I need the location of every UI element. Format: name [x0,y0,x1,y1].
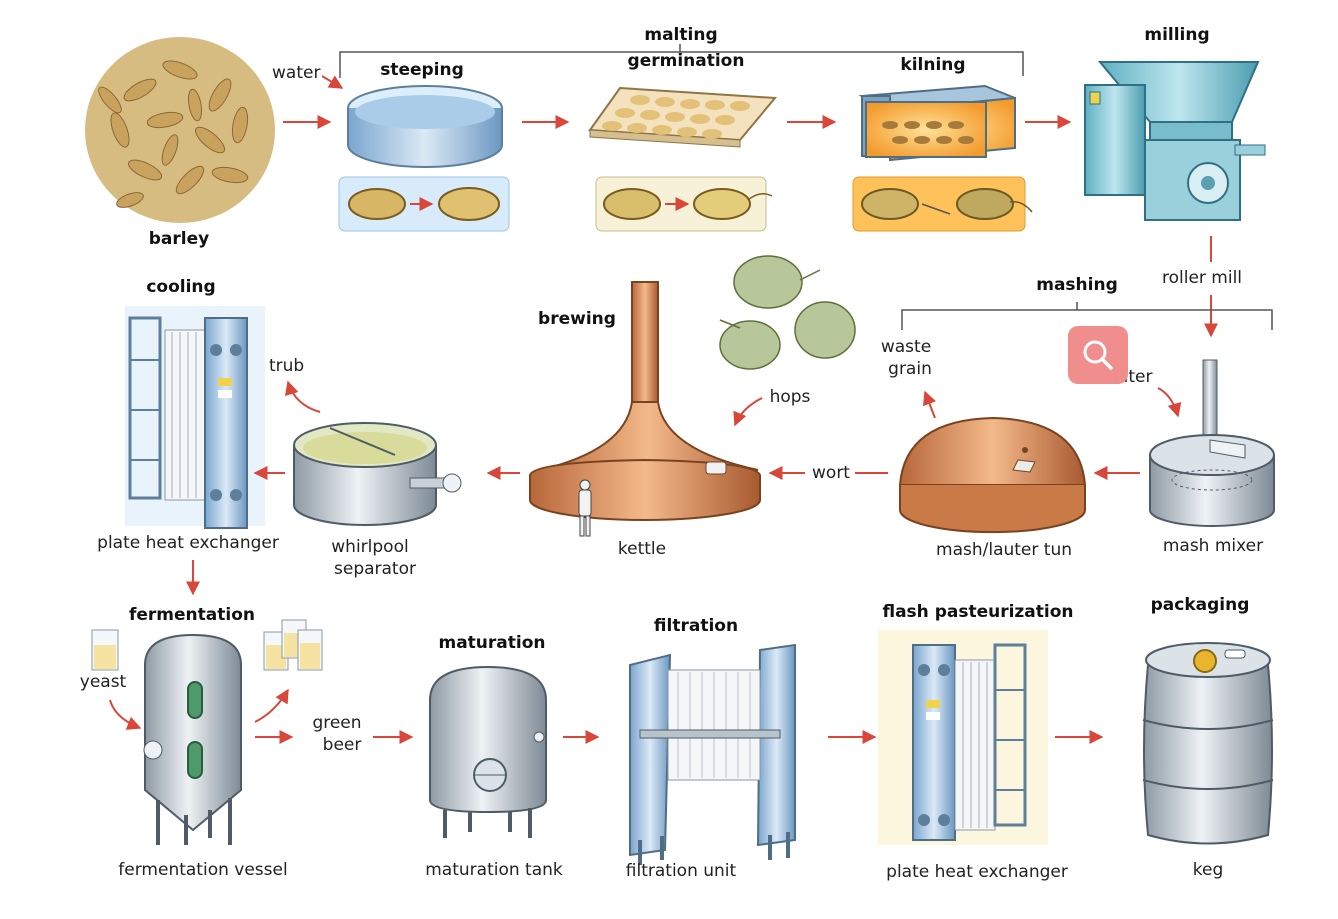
keg-illustration [1142,642,1274,845]
substep-kilning: kilning [900,55,966,75]
stage-brewing: brewing [538,309,616,329]
label-waste-grain-1: waste [880,337,932,357]
label-yeast: yeast [79,672,127,692]
stage-maturation: maturation [438,633,546,653]
label-water-top: water [272,63,321,83]
row1-arrows [283,75,1211,336]
label-mash-mixer: mash mixer [1162,536,1264,556]
plate-heat-exchanger-2-illustration [878,630,1048,845]
arrow-water-in [321,75,344,89]
label-waste-grain-2: grain [888,359,932,379]
label-roller-mill: roller mill [1161,268,1243,288]
fermentation-vessel-illustration [143,633,242,845]
label-fermentation-vessel: fermentation vessel [118,860,288,880]
label-plate-heat-exchanger-1: plate heat exchanger [97,533,279,553]
search-icon [1083,340,1113,370]
arrow-hops-to-kettle [733,397,763,427]
label-green-beer-2: beer [322,735,362,755]
mash-mixer-illustration [1149,359,1275,527]
label-green-beer-1: green [312,713,362,733]
worker-figure [578,479,592,537]
label-mash-lauter-tun: mash/lauter tun [936,540,1072,560]
label-hops: hops [769,387,811,407]
label-barley: barley [148,229,210,249]
filtration-unit-illustration [629,643,796,865]
label-maturation-tank: maturation tank [425,860,563,880]
steeping-tank-illustration [347,85,503,168]
milling-machine-illustration [1084,61,1266,221]
stage-fermentation: fermentation [129,605,255,625]
mashing-bracket [901,302,1273,330]
row3-arrows [109,688,1104,744]
plate-heat-exchanger-1-illustration [125,306,265,529]
yeast-glass-illustration [91,629,119,671]
label-kettle: kettle [617,539,667,559]
whirlpool-separator-illustration [293,422,462,526]
stage-malting: malting [644,25,718,45]
substep-steeping: steeping [380,60,464,80]
kilning-oven-illustration [858,84,1016,162]
kettle-illustration [529,281,761,537]
stage-cooling: cooling [146,277,216,297]
stage-packaging: packaging [1150,595,1250,615]
germination-tray-illustration [588,86,778,148]
kilning-grain-panel [852,176,1033,232]
mash-lauter-tun-illustration [898,416,1087,534]
stage-flash-pasteurization: flash pasteurization [882,602,1074,622]
label-whirlpool-2: separator [334,559,416,579]
label-keg: keg [1192,860,1224,880]
arrow-water-to-mixer [1157,387,1182,418]
stage-milling: milling [1144,25,1210,45]
arrow-beer-out [254,688,289,723]
row2-arrows [186,380,1182,596]
barley-pile-illustration [85,37,275,223]
label-plate-heat-exchanger-2: plate heat exchanger [886,862,1068,882]
label-whirlpool-1: whirlpool [331,537,409,557]
hops-illustration [719,255,856,370]
arrow-trub [284,380,321,413]
beer-glasses-illustration [263,619,323,671]
label-filtration-unit: filtration unit [625,861,737,881]
stage-filtration: filtration [653,616,739,636]
label-wort: wort [812,463,850,483]
label-trub: trub [269,356,305,376]
substep-germination: germination [627,51,745,71]
arrow-yeast-in [109,699,142,730]
search-button[interactable] [1068,326,1128,384]
steeping-grain-panel [338,176,510,232]
arrow-waste-grain [922,390,937,419]
stage-mashing: mashing [1036,275,1118,295]
malting-bracket [339,44,1024,78]
germination-grain-panel [595,176,773,232]
maturation-tank-illustration [429,665,547,838]
